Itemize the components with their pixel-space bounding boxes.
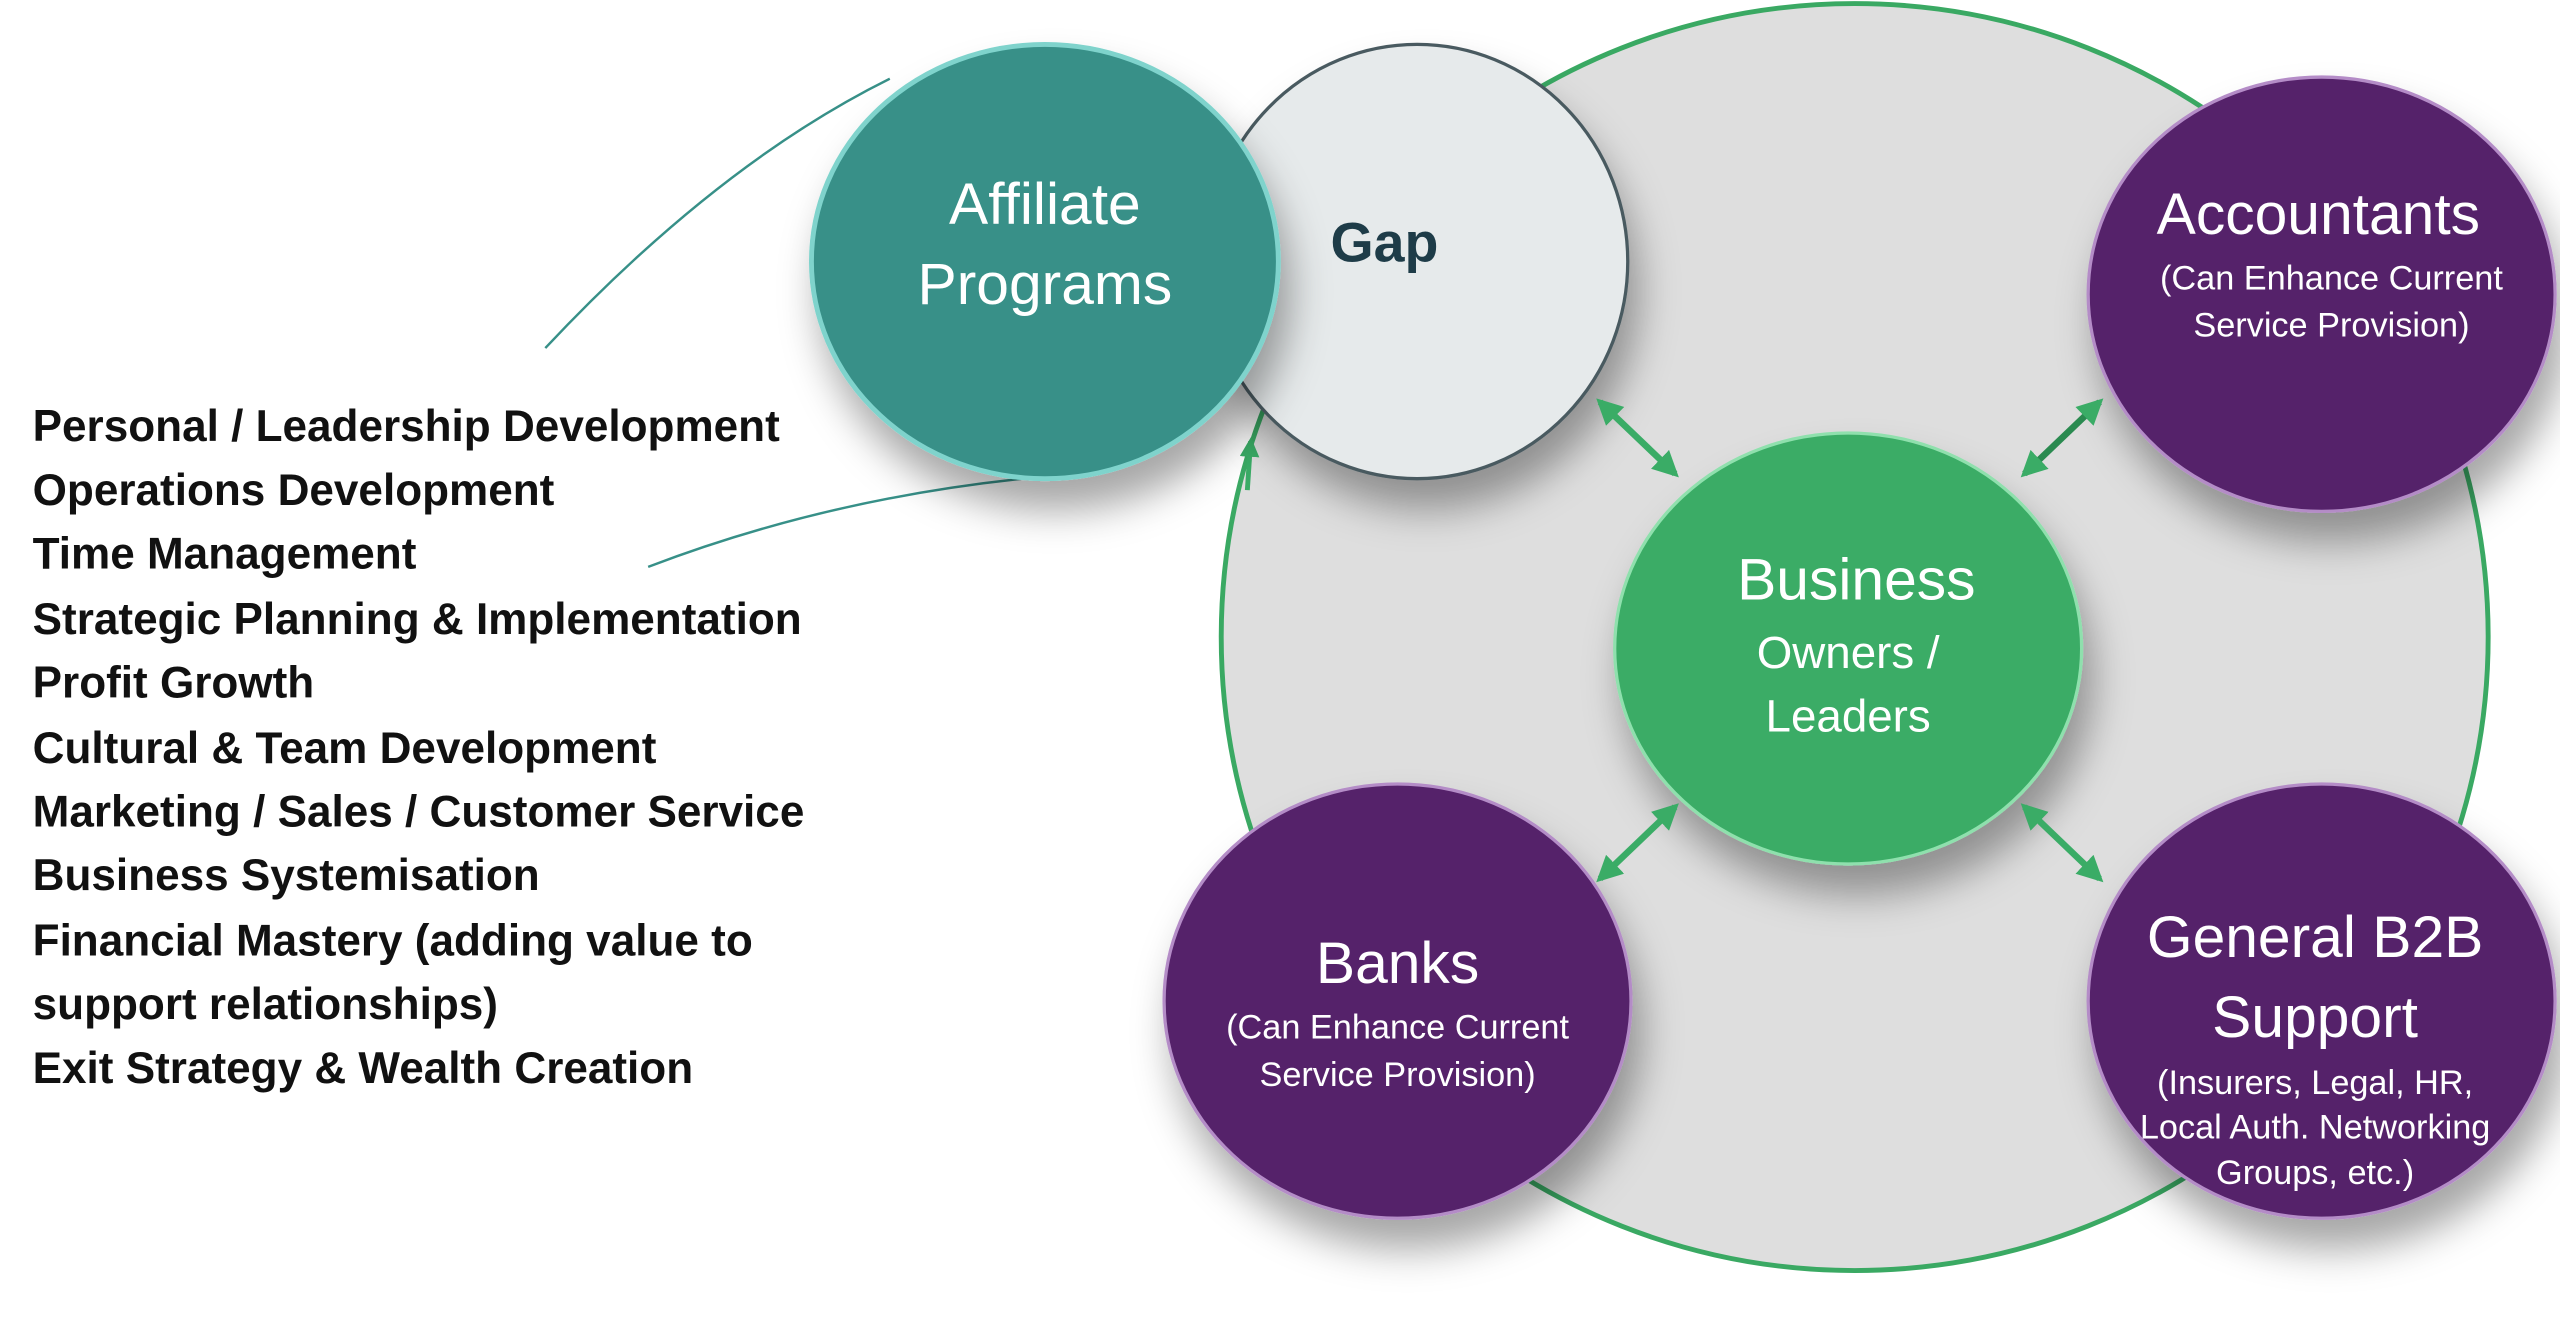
banks-node bbox=[1162, 782, 1633, 1220]
banks-sub-2: Service Provision) bbox=[1259, 1056, 1535, 1094]
ring-arrow-icon bbox=[1239, 437, 1260, 491]
arrow-gap-business-icon bbox=[1596, 398, 1679, 478]
banks-title: Banks bbox=[1316, 931, 1479, 996]
business-sub-2: Leaders bbox=[1766, 691, 1931, 742]
accountants-title: Accountants bbox=[2157, 182, 2480, 247]
capability-list: Personal / Leadership Development Operat… bbox=[33, 402, 805, 1093]
list-item: Financial Mastery (adding value to bbox=[33, 916, 753, 965]
list-item: Cultural & Team Development bbox=[33, 724, 657, 773]
accountants-node bbox=[2086, 75, 2557, 513]
b2b-sub-2: Local Auth. Networking bbox=[2140, 1108, 2490, 1146]
arrow-accountants-business-icon bbox=[2020, 398, 2104, 478]
affiliate-programs-node bbox=[808, 41, 1281, 482]
list-item: support relationships) bbox=[33, 980, 498, 1029]
b2b-sub-3: Groups, etc.) bbox=[2216, 1154, 2414, 1192]
b2b-title-1: General B2B bbox=[2147, 905, 2483, 970]
b2b-title-2: Support bbox=[2212, 985, 2418, 1050]
accountants-sub-2: Service Provision) bbox=[2193, 307, 2469, 345]
list-item: Strategic Planning & Implementation bbox=[33, 595, 802, 644]
list-item: Time Management bbox=[33, 529, 417, 578]
list-item: Personal / Leadership Development bbox=[33, 402, 780, 451]
list-item: Marketing / Sales / Customer Service bbox=[33, 787, 805, 836]
b2b-support-node bbox=[2086, 782, 2557, 1220]
accountants-sub-1: (Can Enhance Current bbox=[2160, 259, 2503, 297]
callout-line-bottom bbox=[647, 472, 1078, 569]
callout-line-top bbox=[544, 77, 891, 349]
affiliate-label-1: Affiliate bbox=[949, 172, 1141, 237]
list-item: Operations Development bbox=[33, 466, 555, 515]
list-item: Exit Strategy & Wealth Creation bbox=[33, 1044, 694, 1093]
business-sub-1: Owners / bbox=[1757, 627, 1940, 678]
arrow-b2b-business-icon bbox=[2020, 803, 2104, 883]
affiliate-label-2: Programs bbox=[918, 252, 1173, 317]
list-item: Profit Growth bbox=[33, 658, 315, 707]
banks-sub-1: (Can Enhance Current bbox=[1226, 1009, 1569, 1047]
arrow-banks-business-icon bbox=[1596, 803, 1679, 883]
gap-label: Gap bbox=[1331, 212, 1439, 274]
business-owners-node bbox=[1613, 431, 2084, 866]
b2b-sub-1: (Insurers, Legal, HR, bbox=[2157, 1064, 2473, 1102]
business-title: Business bbox=[1737, 548, 1975, 613]
list-item: Business Systemisation bbox=[33, 851, 540, 900]
